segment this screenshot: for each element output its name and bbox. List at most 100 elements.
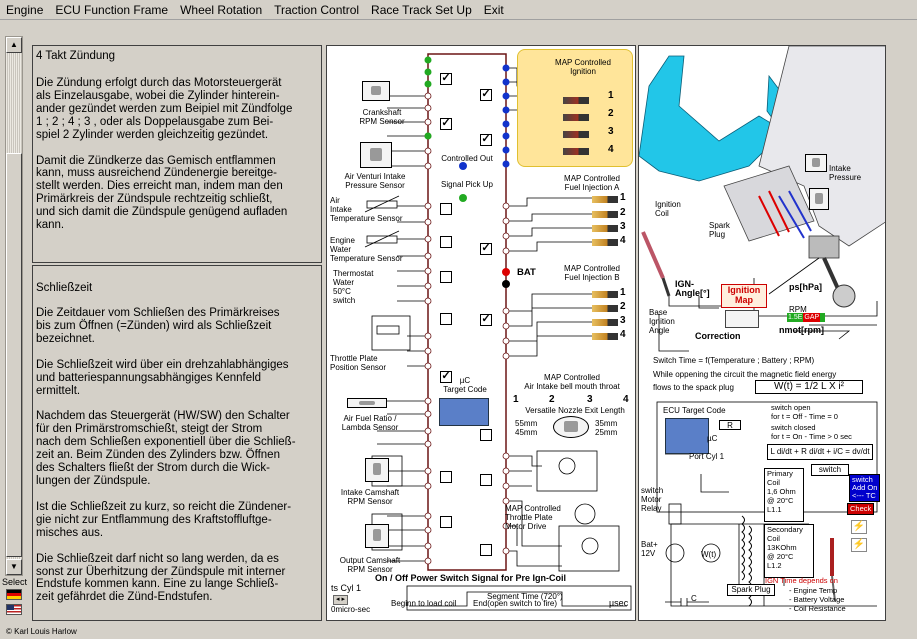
checkbox-ignition-2[interactable]: ✓ [480,133,492,146]
checkbox-power-switch[interactable] [480,544,492,556]
map-sensor-icon [809,188,829,210]
label-ignition-coil: Ignition Coil [655,200,681,218]
scroll-track[interactable] [6,53,22,559]
label-air-fuel-ratio-sensor: Air Fuel Ratio / Lambda Sensor [341,414,399,432]
ignition-cyl-3: 3 [608,126,614,137]
menu-bar: Engine ECU Function Frame Wheel Rotation… [0,0,917,20]
injector-a2-icon [592,211,618,218]
injector-b2-icon [592,305,618,312]
label-correction: Correction [695,331,741,341]
us-flag-icon[interactable] [6,604,22,615]
menu-wheel-rotation[interactable]: Wheel Rotation [180,2,263,17]
injector-a4-icon [592,239,618,246]
label-begin-load: Beginn to load coil [391,599,457,608]
engine-diagram [639,46,885,607]
paragraph: Die Zündung erfolgt durch das Motorsteue… [36,77,293,141]
vertical-scrollbar[interactable]: ▲ ▼ [5,36,23,576]
injection-b-cyl-2: 2 [620,301,626,312]
energy-formula-box: W(t) = 1/2 L X i² [755,380,863,394]
engine-ignition-panel: Intake Pressure Ignition Coil Spark Plug… [638,45,886,621]
label-switch-closed: switch closed for t = On - Time > 0 sec [771,423,852,441]
ignition-map-graph-icon [725,310,759,328]
injector-a1-icon [592,196,618,203]
checkbox-throttle-position[interactable] [440,313,452,325]
checkbox-air-venturi[interactable]: ✓ [440,117,452,130]
label-base-ignition-angle: Base Ignition Angle [649,308,675,335]
label-switch-open: switch open for t = Off - Time = 0 [771,403,838,421]
label-flows-to-spark-plug: flows to the spack plug [653,383,734,392]
label-ign-angle: IGN- Angle[°] [675,279,710,298]
ignition-cyl-1: 1 [608,90,614,101]
menu-ecu-function-frame[interactable]: ECU Function Frame [55,2,169,17]
crankshaft-sensor-icon [362,81,390,101]
checkbox-water-temp[interactable] [440,236,452,248]
switch-add-on-button[interactable]: switch Add On <--- TC [849,474,881,502]
checkbox-thermostat[interactable] [440,271,452,283]
menu-engine[interactable]: Engine [6,2,44,17]
injection-a-cyl-3: 3 [620,221,626,232]
label-thermostat-switch: Thermostat Water 50°C switch [333,269,374,305]
label-micro-sec: 0micro-sec [331,605,371,614]
label-ts-cyl: ts Cyl 1 [331,583,362,593]
scroll-up-arrow-icon[interactable]: ▲ [6,37,22,53]
label-ps-hpa: ps[hPa] [789,282,823,292]
checkbox-throttle-motor[interactable] [480,474,492,486]
copyright-text: © Karl Louis Harlow [6,627,77,636]
paragraph: Nachdem das Steuergerät (HW/SW) den Scha… [36,410,296,487]
checkbox-air-intake-temp[interactable] [440,203,452,215]
label-wt: W(t) [701,550,717,559]
switch-label-box: switch [811,464,849,476]
label-segment-time: Segment Time (720°) [487,592,563,601]
nozzle-actuator-icon [553,416,589,438]
checkbox-intake-camshaft[interactable] [440,471,452,483]
checkbox-ignition-1[interactable]: ✓ [480,88,492,101]
checkbox-injection-b[interactable]: ✓ [480,313,492,326]
select-label: Select [2,577,28,587]
label-while-opening: While oppening the circuit the magnetic … [653,370,837,379]
paragraph: Ist die Schließzeit zu kurz, so reicht d… [36,500,292,539]
menu-traction-control[interactable]: Traction Control [274,2,360,17]
output-camshaft-sensor-icon [365,524,389,548]
label-bat: BAT [517,267,536,278]
label-engine-water-temp-sensor: Engine Water Temperature Sensor [330,236,403,263]
german-flag-icon[interactable] [6,589,22,600]
checkbox-crankshaft[interactable]: ✓ [440,72,452,85]
rpm-indicator: 1.5E GAP [787,313,826,322]
injection-b-cyl-4: 4 [620,329,626,340]
check-button[interactable]: Check [847,503,875,515]
scroll-thumb[interactable] [6,153,22,557]
label-ign-time-note: IGN Time depends on [765,576,838,585]
menu-exit[interactable]: Exit [483,2,504,17]
label-air-intake-temp-sensor: Air Intake Temperature Sensor [330,196,403,223]
rpm-green-bar [820,313,826,322]
spark-icon[interactable]: ⚡ [851,520,867,534]
ecu-chip-icon [665,418,709,454]
ignition-map-box[interactable]: Ignition Map [721,284,767,308]
text-panel-dwell-time: Schließzeit Die Zeitdauer vom Schließen … [32,265,322,621]
ignition-coil-3-icon [563,131,589,138]
label-ign-item-coil-resistance: - Coil Resistance [789,604,846,613]
label-capacitor: C [691,594,697,603]
label-ecu-target-code: ECU Target Code [663,406,726,415]
checkbox-lambda[interactable]: ✓ [440,370,452,383]
ignition-cyl-4: 4 [608,144,614,155]
rpm-value: 1.5E [787,313,804,322]
injector-b3-icon [592,319,618,326]
injection-a-cyl-2: 2 [620,207,626,218]
pressure-sensor-icon [360,142,392,168]
label-crankshaft-sensor: Crankshaft RPM Sensor [359,108,405,126]
label-throttle-motor: MAP Controlled Throttle Plate Motor Driv… [505,504,561,531]
label-map-injection-a: MAP Controlled Fuel Injection A [564,174,620,192]
checkbox-bell-mouth[interactable] [480,429,492,441]
label-air-venturi-sensor: Air Venturi Intake Pressure Sensor [344,172,406,190]
spark-disabled-icon[interactable]: ⚡ [851,538,867,552]
checkbox-output-camshaft[interactable] [440,516,452,528]
checkbox-injection-a[interactable]: ✓ [480,242,492,255]
scroll-down-arrow-icon[interactable]: ▼ [6,559,22,575]
spark-plug-box: Spark Plug [727,584,775,596]
label-usec: µsec [609,598,629,608]
injection-b-cyl-1: 1 [620,287,626,298]
menu-race-track-set-up[interactable]: Race Track Set Up [371,2,472,17]
rpm-gap: GAP [803,313,821,322]
timing-step-arrows-icon[interactable]: ◂ ▸ [333,595,348,605]
